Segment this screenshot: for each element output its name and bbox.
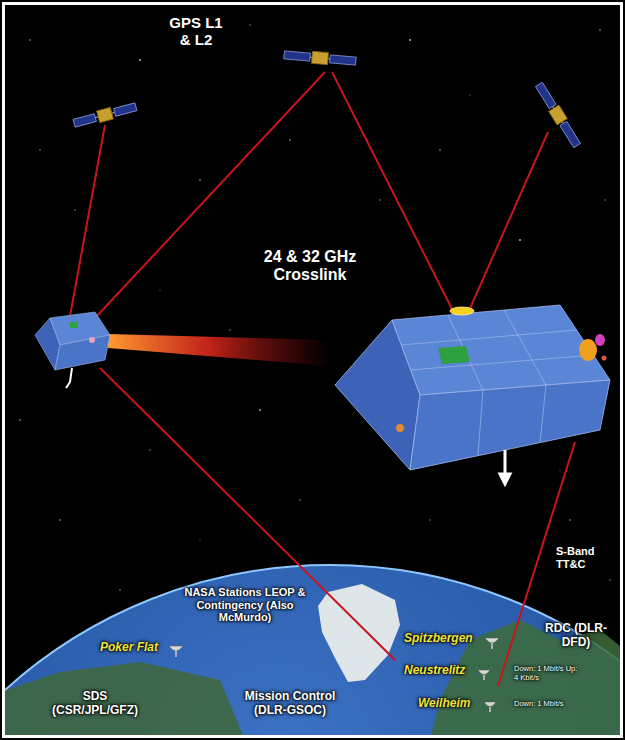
grace-satellite [335, 305, 610, 484]
gps-satellite [73, 101, 138, 129]
link-label: S-Band TT&C [556, 545, 614, 570]
data-rate: Down: 1 Mbit/s [514, 700, 578, 709]
crosslink-beam [108, 334, 330, 366]
stars [19, 24, 611, 591]
constellation-label: GPS L1 & L2 [163, 14, 229, 49]
station-name: Poker Flat [100, 641, 158, 655]
gps-satellite [534, 81, 582, 148]
grace-satellite [35, 312, 110, 388]
gps-satellite [284, 49, 357, 67]
facility-label: SDS (CSR/JPL/GFZ) [45, 690, 145, 718]
facility-label: RDC (DLR-DFD) [538, 622, 614, 650]
facility-label: Mission Control (DLR-GSOC) [230, 690, 350, 718]
data-rate: Down: 1 Mbit/s Up: 4 Kbit/s [514, 665, 578, 682]
link-label: 24 & 32 GHz Crosslink [240, 248, 380, 285]
station-name: Spitzbergen [404, 632, 473, 646]
facility-label: NASA Stations LEOP & Contingency (Also M… [181, 586, 309, 624]
station-name: Neustrelitz [404, 664, 465, 678]
station-name: Weilheim [418, 697, 470, 711]
